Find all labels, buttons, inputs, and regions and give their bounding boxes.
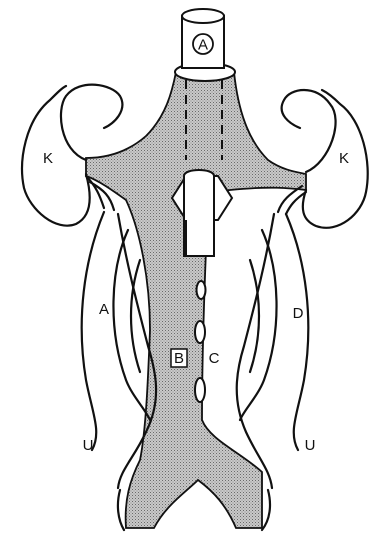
right-vessel-outer	[286, 214, 308, 450]
kidney-right	[282, 90, 368, 228]
label-a: A	[99, 301, 109, 318]
oval-2	[195, 321, 205, 343]
label-d: D	[293, 305, 304, 322]
label-u-right: U	[305, 437, 316, 454]
oval-3	[195, 378, 205, 402]
left-arc-A-inner	[131, 260, 140, 372]
upper-tube-cap	[182, 9, 224, 23]
label-kidney-right: K	[339, 150, 349, 167]
iliac-left-outline	[118, 490, 124, 530]
central-tube	[184, 170, 214, 256]
label-c: C	[209, 350, 220, 367]
oval-1	[197, 281, 206, 299]
left-vessel-outer	[82, 212, 104, 450]
shaded-vessel	[86, 72, 306, 528]
iliac-right-outline	[262, 490, 270, 530]
label-u-left: U	[83, 437, 94, 454]
label-circled-a: A	[198, 37, 208, 54]
label-b: B	[174, 350, 184, 367]
label-kidney-left: K	[43, 150, 53, 167]
